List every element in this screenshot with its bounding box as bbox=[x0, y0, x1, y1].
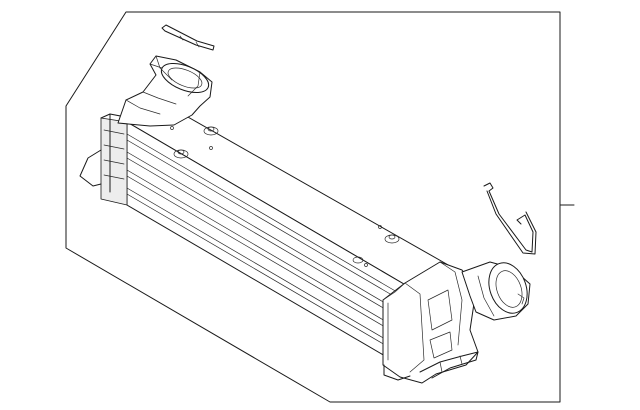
outlet-tank-icon bbox=[382, 261, 531, 384]
intercooler-core-icon bbox=[79, 103, 451, 371]
bracket-wire-icon bbox=[483, 182, 537, 255]
seal-strip-icon bbox=[161, 24, 215, 51]
assembly-boundary bbox=[65, 11, 561, 403]
inlet-duct-icon bbox=[117, 55, 213, 127]
